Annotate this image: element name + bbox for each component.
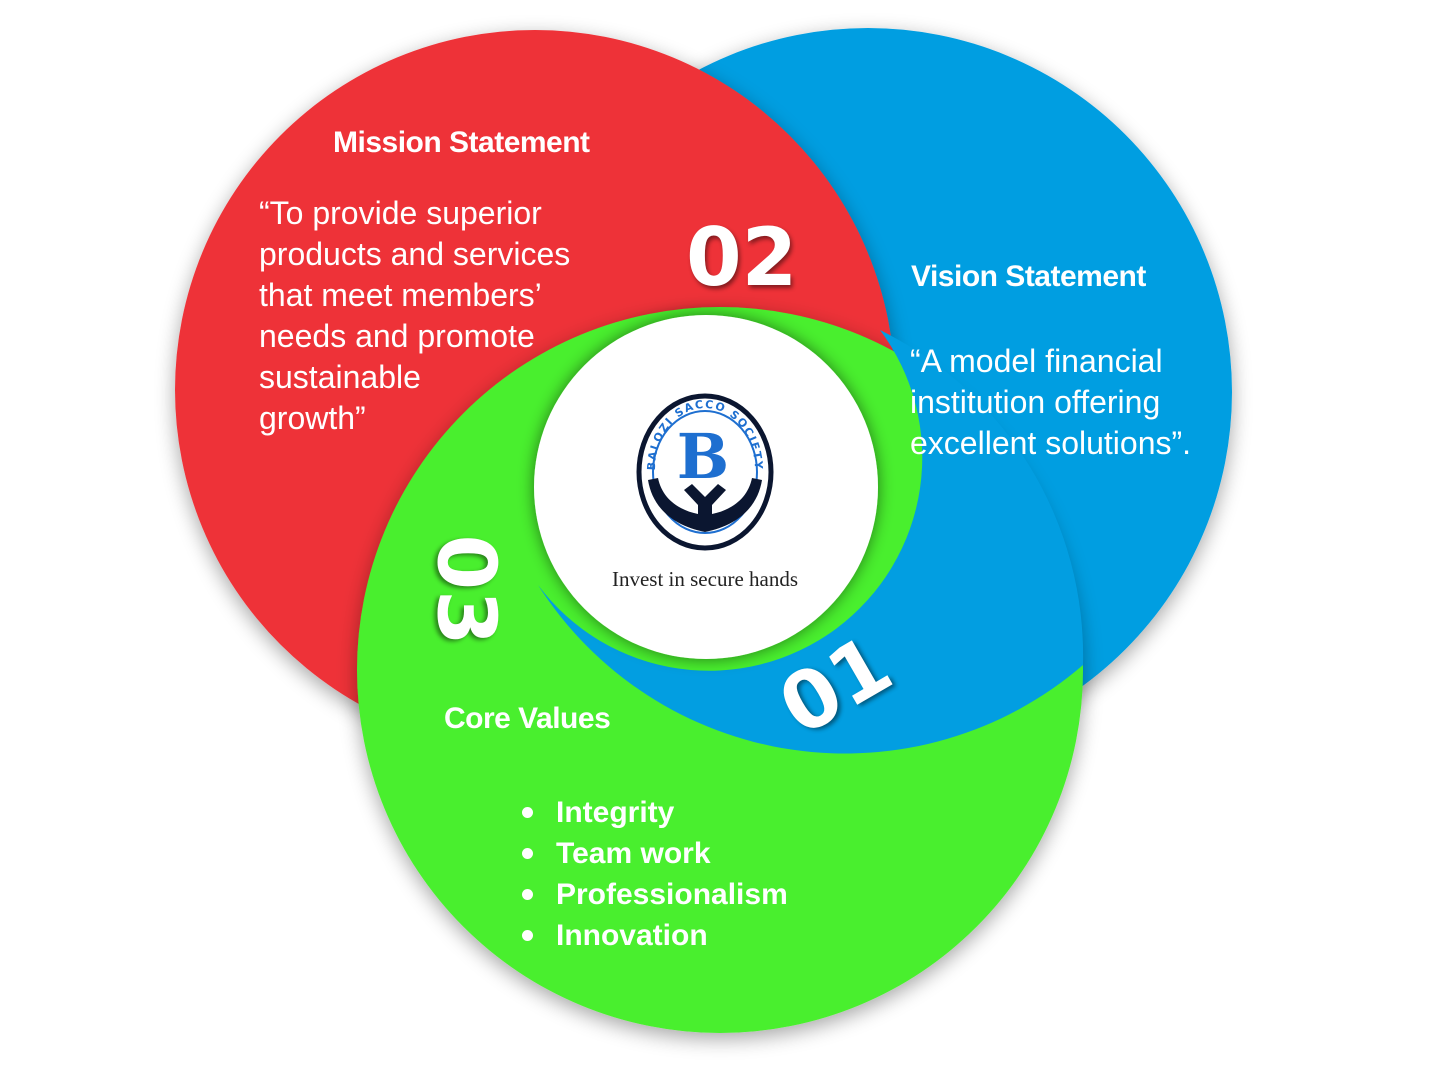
core-value-item: Innovation xyxy=(520,915,788,956)
logo-outer-ring xyxy=(636,393,774,551)
core-value-item: Team work xyxy=(520,833,788,874)
hands-icon xyxy=(648,478,762,532)
vision-overlap-segment xyxy=(538,330,1084,754)
vision-heading: Vision Statement xyxy=(911,260,1146,293)
mission-heading: Mission Statement xyxy=(333,126,590,159)
bullet-icon xyxy=(522,930,533,941)
core-values-list: Integrity Team work Professionalism Inno… xyxy=(520,792,788,956)
mission-text: “To provide superior products and servic… xyxy=(259,195,571,436)
bullet-icon xyxy=(522,848,533,859)
bullet-icon xyxy=(522,889,533,900)
core-values-heading: Core Values xyxy=(444,702,611,735)
core-value-item: Professionalism xyxy=(520,874,788,915)
core-value-item: Integrity xyxy=(520,792,788,833)
logo-circle xyxy=(534,315,878,659)
logo-letter: B xyxy=(677,420,729,493)
bullet-icon xyxy=(522,807,533,818)
mission-number: 02 xyxy=(686,211,798,304)
logo-tagline: Invest in secure hands xyxy=(612,567,798,591)
core-values-number: 03 xyxy=(419,534,513,646)
vision-text: “A model financial institution offering … xyxy=(910,343,1192,461)
logo-inner-ring xyxy=(652,410,758,534)
